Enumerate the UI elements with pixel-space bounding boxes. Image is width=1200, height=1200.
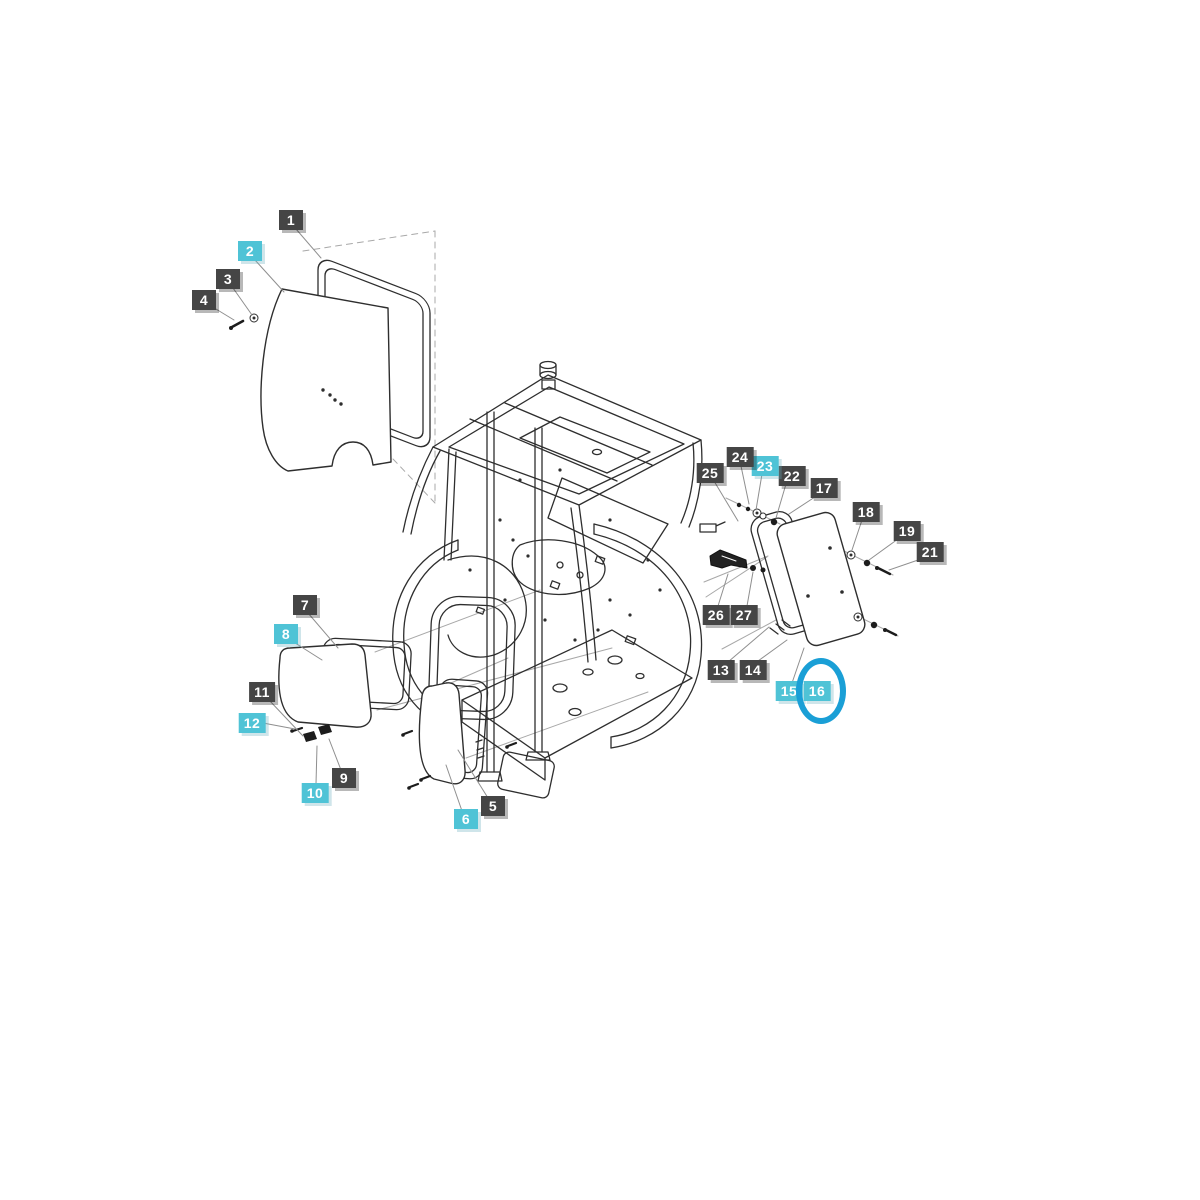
part-label-14[interactable]: 14: [739, 660, 767, 680]
part-label-16[interactable]: 16: [803, 681, 831, 701]
cab-bolt-dots: [468, 468, 662, 642]
windshield-glass: [260, 288, 392, 472]
part-label-5[interactable]: 5: [481, 796, 505, 816]
part-label-22[interactable]: 22: [778, 466, 806, 486]
door-glass: [418, 678, 489, 785]
part-label-27[interactable]: 27: [730, 605, 758, 625]
part-label-9[interactable]: 9: [332, 768, 356, 788]
part-label-17[interactable]: 17: [810, 478, 838, 498]
part-label-15[interactable]: 15: [775, 681, 803, 701]
part-label-23[interactable]: 23: [751, 456, 779, 476]
part-label-2[interactable]: 2: [238, 241, 262, 261]
part-label-11[interactable]: 11: [249, 682, 275, 702]
part-label-26[interactable]: 26: [702, 605, 730, 625]
part-label-10[interactable]: 10: [301, 783, 329, 803]
part-label-21[interactable]: 21: [916, 542, 944, 562]
part-label-3[interactable]: 3: [216, 269, 240, 289]
part-label-12[interactable]: 12: [238, 713, 266, 733]
part-label-25[interactable]: 25: [696, 463, 724, 483]
left-quarter-window: [278, 637, 412, 728]
part-label-1[interactable]: 1: [279, 210, 303, 230]
part-label-24[interactable]: 24: [726, 447, 754, 467]
part-label-6[interactable]: 6: [454, 809, 478, 829]
part-label-13[interactable]: 13: [707, 660, 735, 680]
part-label-18[interactable]: 18: [852, 502, 880, 522]
fasteners: [229, 313, 898, 790]
part-label-8[interactable]: 8: [274, 624, 298, 644]
part-label-4[interactable]: 4: [192, 290, 216, 310]
part-label-19[interactable]: 19: [893, 521, 921, 541]
right-side-window: [750, 511, 866, 647]
part-label-7[interactable]: 7: [293, 595, 317, 615]
